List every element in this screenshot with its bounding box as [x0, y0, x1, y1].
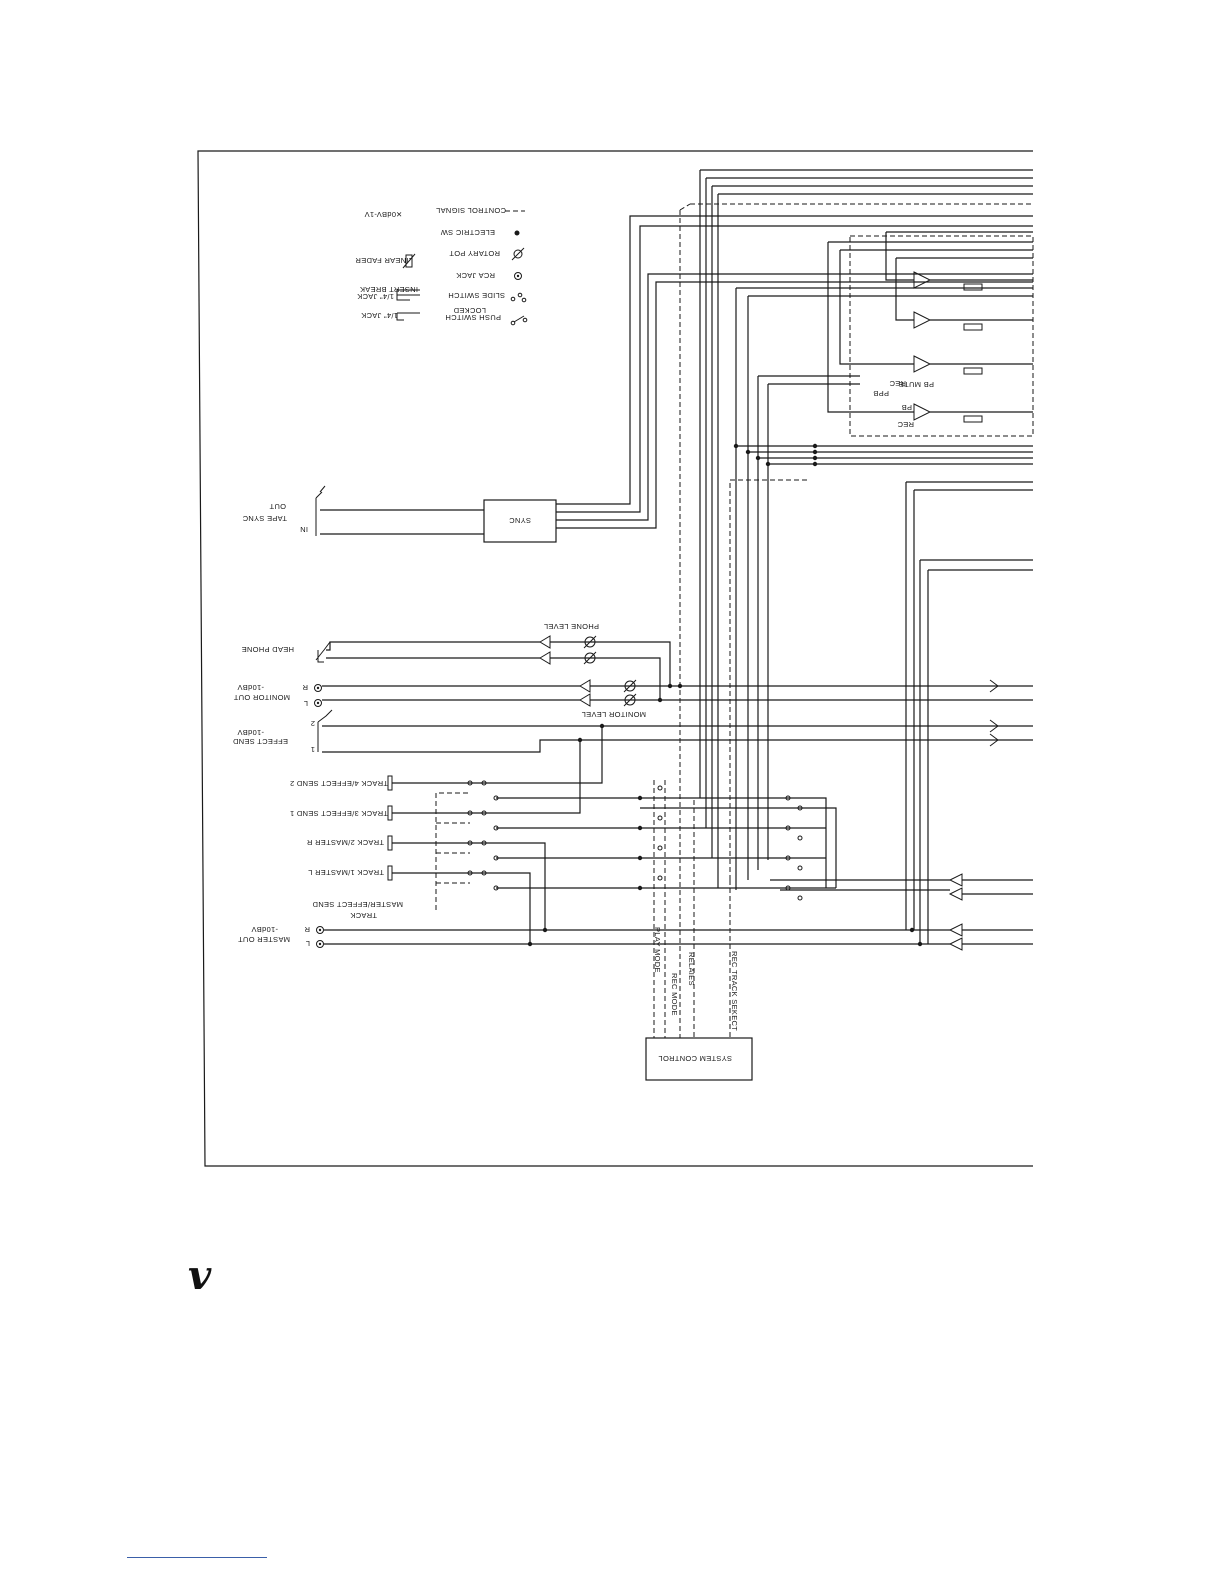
- rec-label-b: REC: [897, 420, 914, 429]
- footer-rule: [127, 1557, 267, 1558]
- selector-master-effect-label: MASTER/EFFECT SEND: [312, 900, 403, 909]
- tape-sync-out-label: OUT: [269, 502, 286, 511]
- amp-resistors: [963, 283, 983, 423]
- legend-linear-fader: LINEAR FADER: [355, 256, 413, 265]
- effect-send-1-label: 1: [311, 745, 315, 754]
- tape-sync-label: TAPE SYNC: [242, 514, 287, 523]
- monitor-out-label: MONITOR OUT: [233, 693, 290, 702]
- legend-locked: LOCKED: [453, 306, 486, 315]
- monitor-level-pot-icon: [623, 679, 637, 707]
- slide-switch-icon: [510, 292, 527, 303]
- system-control-label: SYSTEM CONTROL: [658, 1054, 732, 1063]
- legend-rca-jack: RCA JACK: [456, 271, 495, 280]
- monitor-level-ref: -10dBV: [237, 683, 264, 692]
- master-level-ref: -10dBV: [251, 925, 278, 934]
- master-out-l-jack: [316, 940, 324, 948]
- sync-block: [483, 499, 557, 543]
- legend-insert-break: INSERT BREAK: [360, 285, 418, 294]
- rec-label-a: REC: [889, 379, 906, 388]
- track-switch-icons: [467, 780, 499, 891]
- track-1-label: TRACK 1/MASTER L: [308, 868, 384, 877]
- insert-break-icon: [396, 289, 420, 301]
- ppb-label: PPB: [873, 389, 889, 398]
- legend-quarter-jack: 1/4" JACK: [361, 311, 398, 320]
- selector-track-label: TRACK: [350, 911, 377, 920]
- amp-stage-box: [849, 235, 1034, 437]
- tape-sync-in-label: IN: [300, 525, 308, 534]
- legend-slide-switch: SLIDE SWITCH: [448, 291, 505, 300]
- legend-insert-jack: 1/4" JACK: [357, 292, 394, 301]
- legend-push-switch: PUSH SWITCH: [445, 313, 501, 322]
- system-control-block: [645, 1037, 753, 1081]
- matrix-switch-icons: [657, 785, 803, 901]
- tape-sync-jack: [315, 485, 326, 536]
- monitor-l-label: L: [304, 699, 308, 708]
- effect-level-ref: -10dBV: [237, 728, 264, 737]
- monitor-r-label: R: [302, 683, 308, 692]
- master-l-label: L: [306, 939, 310, 948]
- track-4-label: TRACK 4/EFFECT SEND 2: [290, 779, 388, 788]
- legend-control-signal: CONTROL SIGNAL: [436, 206, 506, 215]
- legend-electric-sw: ELECTRIC SW: [440, 228, 495, 237]
- monitor-out-l-jack: [314, 699, 322, 707]
- effect-send-jack: [317, 709, 333, 752]
- pb-mute-label: PB MUTE: [899, 380, 934, 389]
- output-amp-triangles: [948, 873, 963, 951]
- sheet-frame: [197, 150, 1033, 1167]
- play-mode-label: PLAY MODE: [653, 927, 662, 973]
- page-mark: v: [188, 1252, 212, 1299]
- master-out-label: MASTER OUT: [238, 935, 290, 944]
- relaies-label: RELAIES: [687, 952, 696, 986]
- rca-jack-icon: [514, 272, 522, 280]
- headphone-label: HEAD PHONE: [241, 645, 294, 654]
- monitor-level-label: MONITOR LEVEL: [581, 710, 646, 719]
- phone-level-label: PHONE LEVEL: [544, 622, 599, 631]
- linear-fader-icon: [402, 253, 416, 269]
- rec-track-select-label: REC TRACK SEKECT: [730, 951, 739, 1031]
- monitor-out-r-jack: [314, 684, 322, 692]
- effect-send-label: EFFECT SEND: [232, 737, 288, 746]
- effect-send-2-label: 2: [311, 719, 315, 728]
- amp-triangles: [913, 271, 932, 421]
- electric-sw-icon: [514, 230, 520, 236]
- master-out-r-jack: [316, 926, 324, 934]
- track-rows: [387, 775, 393, 881]
- pb-label: PB: [901, 403, 912, 412]
- rotary-pot-icon: [511, 247, 525, 261]
- legend: CONTROL SIGNAL ELECTRIC SW ROTARY POT RC…: [355, 206, 528, 326]
- track-3-label: TRACK 3/EFFECT SEND 1: [290, 809, 388, 818]
- push-switch-icon: [510, 315, 528, 326]
- legend-rotary-pot: ROTARY POT: [449, 249, 500, 258]
- headphone-jack: [315, 641, 331, 663]
- phone-level-pot-icon: [583, 635, 597, 665]
- sync-label: SYNC: [509, 516, 531, 525]
- master-r-label: R: [304, 925, 310, 934]
- quarter-jack-icon: [396, 312, 420, 321]
- legend-level-ref: 0dBV-1V: [364, 210, 396, 219]
- rec-mode-label: REC MODE: [670, 973, 679, 1016]
- track-2-label: TRACK 2/MASTER R: [306, 838, 384, 847]
- cross-icon: ✕: [396, 210, 403, 219]
